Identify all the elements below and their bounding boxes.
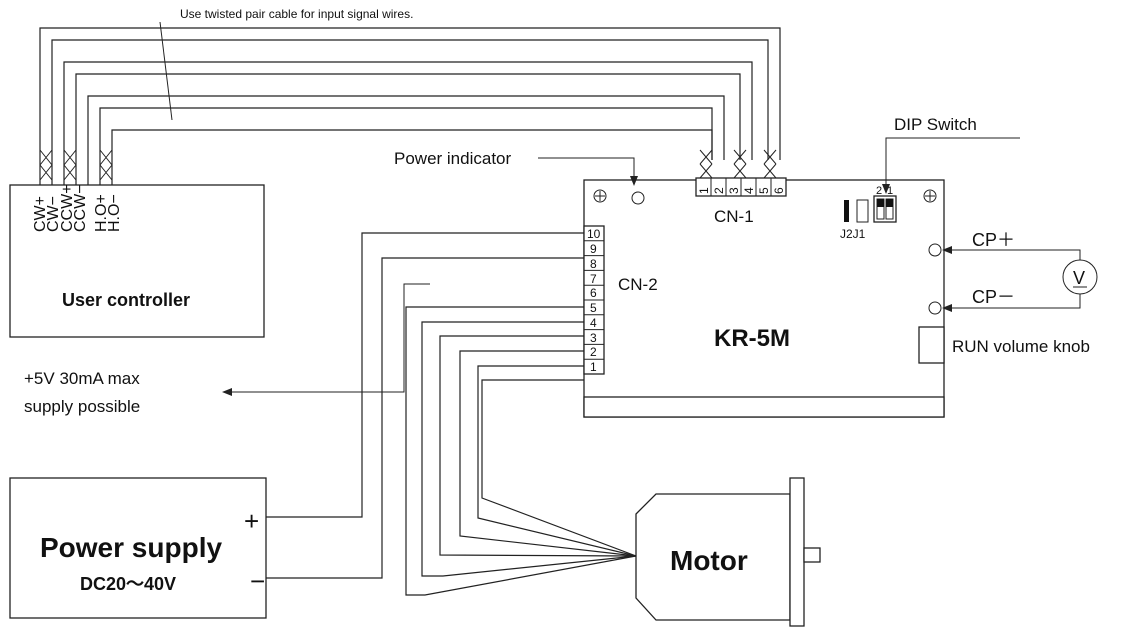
supply-note-line2: supply possible [24, 397, 140, 416]
wire-cw-minus [51, 39, 769, 188]
signal-cw-plus: CW+ [32, 196, 49, 232]
driver-heatsink [583, 396, 945, 418]
cn2-pin-5: 5 [590, 301, 597, 315]
jumpers-label: J2J1 [840, 227, 866, 241]
signal-ccw-plus: CCW+ [59, 184, 76, 232]
run-volume-knob [918, 326, 945, 364]
power-supply-plus: + [244, 506, 259, 536]
cn1-pin-6: 6 [772, 187, 786, 194]
cn1-connector: 1 2 3 4 5 6 [695, 177, 787, 197]
driver-model-label: KR-5M [714, 325, 790, 352]
cp-minus-terminal [928, 301, 942, 315]
cn2-pin-3: 3 [590, 331, 597, 345]
cp-minus-label: CP－ [972, 287, 1015, 307]
cn2-pin-9: 9 [590, 242, 597, 256]
wire-supply-minus [266, 257, 584, 579]
cable-note-leader [159, 21, 173, 121]
cp-plus-wire [944, 249, 1081, 260]
cn2-pin-10: 10 [587, 227, 601, 241]
cn2-label: CN-2 [618, 275, 658, 294]
cp-plus-label: CP＋ [972, 230, 1015, 250]
power-supply-voltage: DC20～40V [80, 574, 176, 594]
cp-plus-terminal [928, 243, 942, 257]
power-indicator-label: Power indicator [394, 149, 512, 168]
power-indicator-arrow [630, 176, 638, 186]
power-supply-box [9, 477, 267, 619]
voltmeter-symbol [1062, 259, 1098, 295]
signal-ho-minus: H.O− [106, 194, 123, 232]
motor-wires [405, 306, 637, 596]
cp-minus-wire [944, 294, 1081, 309]
wire-cw-plus [39, 27, 781, 188]
dip-switch-arrow [882, 184, 890, 194]
cn2-pin-7: 7 [590, 272, 597, 286]
user-controller-box [9, 184, 265, 338]
power-supply-title: Power supply [40, 532, 222, 563]
wire-supply-plus [266, 232, 584, 518]
jumper-j2 [844, 200, 849, 222]
twist-marks-controller [39, 149, 113, 181]
cn1-pin-4: 4 [742, 187, 756, 194]
cn1-pin-2: 2 [712, 187, 726, 194]
cn2-pin-8: 8 [590, 257, 597, 271]
cn1-label: CN-1 [714, 207, 754, 226]
cn2-pin-4: 4 [590, 316, 597, 330]
controller-signal-labels: CW+ CW− CCW+ CCW− H.O+ H.O− [32, 184, 123, 232]
power-indicator-leader [538, 157, 635, 180]
cable-note: Use twisted pair cable for input signal … [180, 7, 413, 21]
supply-note-wire [228, 283, 430, 393]
signal-cables [39, 27, 781, 188]
twist-marks-cn1 [699, 149, 777, 179]
cn2-pin-6: 6 [590, 286, 597, 300]
cn1-pin-5: 5 [757, 187, 771, 194]
power-supply-minus: − [250, 566, 265, 596]
user-controller-title: User controller [62, 290, 190, 310]
wire-ho-minus-b [111, 129, 713, 188]
dip-switch-leader [885, 137, 1020, 188]
signal-ho-plus: H.O+ [93, 194, 110, 232]
dip-number-2: 2 [876, 185, 882, 197]
jumper-j1 [856, 199, 869, 223]
wire-ccw-plus [63, 61, 753, 188]
signal-ccw-minus: CCW− [72, 184, 89, 232]
wire-ho-plus [87, 95, 725, 188]
supply-note-line1: +5V 30mA max [24, 369, 140, 388]
run-knob-label: RUN volume knob [952, 337, 1090, 356]
wire-ccw-minus [75, 73, 741, 188]
wire-ho-minus [99, 107, 713, 188]
motor-flange [789, 477, 805, 627]
cn1-pin-3: 3 [727, 187, 741, 194]
cn2-pin-1: 1 [590, 360, 597, 374]
voltmeter-label: V [1073, 268, 1085, 288]
dip-switch-label: DIP Switch [894, 115, 977, 134]
cn1-pin-1: 1 [697, 187, 711, 194]
signal-cw-minus: CW− [45, 196, 62, 232]
motor-shaft [803, 547, 821, 563]
motor-label: Motor [670, 545, 748, 576]
cn2-pin-2: 2 [590, 345, 597, 359]
supply-note-arrow [222, 388, 232, 396]
cn2-connector: 10 9 8 7 6 5 4 3 2 1 [583, 225, 605, 375]
mounting-screws [593, 189, 937, 203]
power-indicator-led [631, 191, 645, 205]
dip-number-1: 1 [887, 185, 893, 197]
